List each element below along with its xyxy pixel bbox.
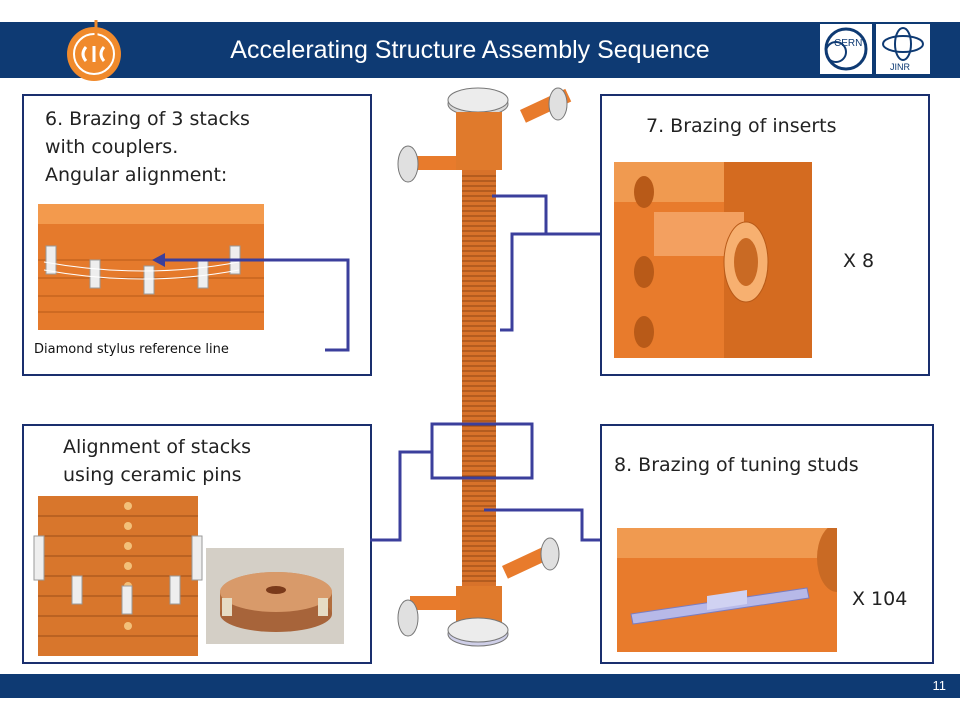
svg-text:CERN: CERN: [834, 38, 862, 49]
panel6-line2: with couplers.: [45, 136, 179, 158]
page-number: 11: [932, 678, 947, 693]
slide-title: Accelerating Structure Assembly Sequence: [230, 36, 710, 64]
diamond-stylus-caption: Diamond stylus reference line: [34, 342, 229, 357]
jinr-logo-text: JINR: [890, 62, 911, 72]
jinr-logo: JINR: [876, 24, 930, 74]
alignment-line1: Alignment of stacks: [63, 436, 252, 458]
footer-bar: [0, 674, 960, 698]
panel6-line3: Angular alignment:: [45, 164, 228, 186]
stack-ceramic-pins-image: [33, 496, 203, 656]
alignment-line2: using ceramic pins: [63, 464, 242, 486]
inserts-count: X 8: [843, 250, 875, 272]
insert-image: [614, 162, 812, 358]
studs-count: X 104: [852, 588, 908, 610]
cern-logo: CERN: [820, 24, 872, 74]
panel8-title: 8. Brazing of tuning studs: [614, 454, 859, 476]
stack-with-pins-image: [38, 204, 264, 330]
copper-disk-photo: [206, 548, 344, 644]
panel7-title: 7. Brazing of inserts: [646, 115, 837, 137]
tuning-stud-image: [617, 528, 837, 652]
accelerating-structure-image: [397, 87, 572, 647]
header-bar: [0, 22, 960, 78]
panel6-line1: 6. Brazing of 3 stacks: [45, 108, 250, 130]
clic-logo: [67, 20, 121, 81]
